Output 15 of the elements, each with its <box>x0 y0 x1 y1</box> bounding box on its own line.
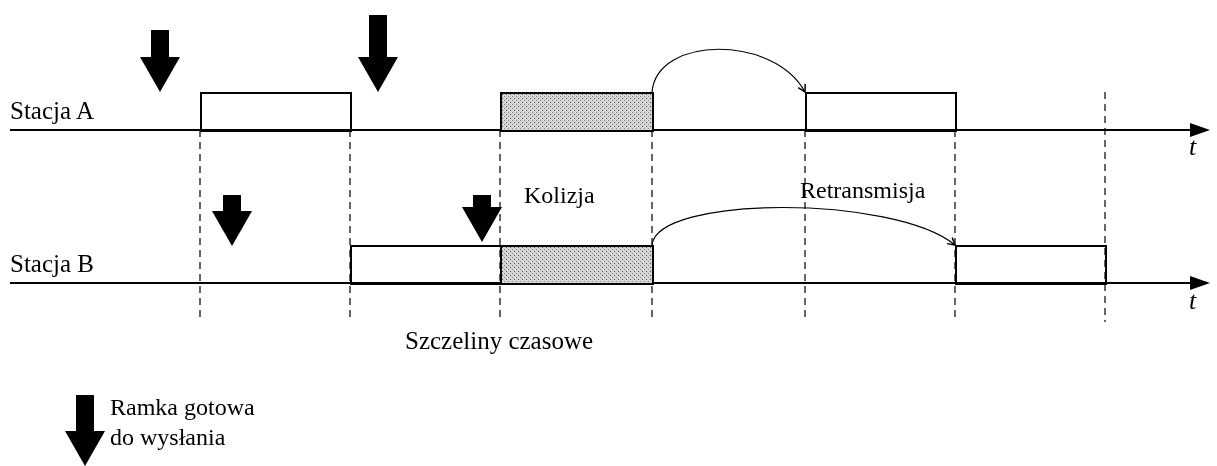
diagram-label: Retransmisja <box>800 178 926 202</box>
retransmission-arrow <box>651 206 956 246</box>
legend-text: Ramka gotowa do wysłania <box>110 393 256 452</box>
diagram-label: Szczeliny czasowe <box>405 328 594 353</box>
frame-box <box>805 92 957 132</box>
diagram-label: Kolizja <box>524 183 595 207</box>
axis-label: t <box>1189 134 1197 160</box>
diagram-label: Stacja B <box>10 251 94 276</box>
diagram-label: Stacja A <box>10 98 94 123</box>
retransmission-arrow <box>651 48 806 93</box>
frame-box <box>200 92 352 132</box>
collision-frame-box <box>500 245 654 285</box>
frame-box <box>955 245 1107 285</box>
axis-label: t <box>1189 288 1197 314</box>
collision-frame-box <box>500 92 654 132</box>
